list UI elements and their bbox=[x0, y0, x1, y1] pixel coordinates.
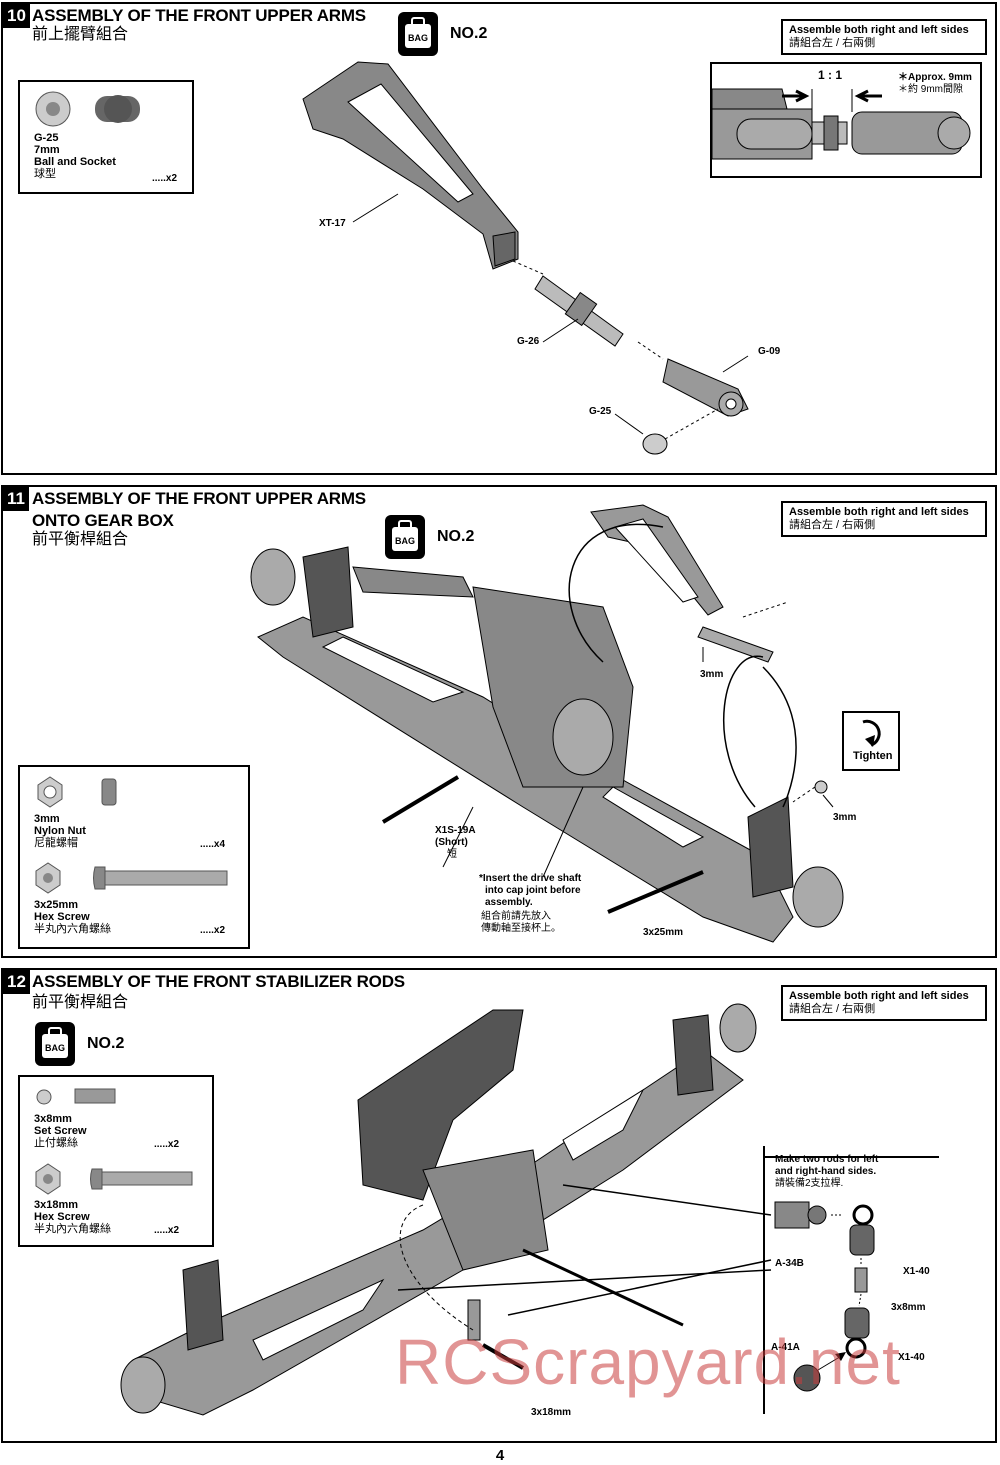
label-3x25mm: 3x25mm bbox=[643, 927, 684, 938]
part-qty: .....x2 bbox=[152, 173, 178, 184]
watermark: RCScrapyard.net bbox=[395, 1326, 901, 1398]
bag-indicator: BAG NO.2 bbox=[398, 12, 487, 56]
step-title-cn: 前平衡桿組合 bbox=[32, 994, 129, 1011]
part-nylon-nut: 3mm Nylon Nut 尼龍螺帽 bbox=[34, 813, 86, 849]
bag-indicator: BAG NO.2 bbox=[35, 1022, 124, 1066]
insert-note-cn-1: 組合前請先放入 bbox=[481, 911, 551, 922]
bag-icon-label: BAG bbox=[45, 1043, 65, 1053]
bag-icon: BAG bbox=[385, 515, 425, 559]
approx-label: ＊Approx. 9mm bbox=[898, 72, 972, 83]
rods-note-cn: 請裝備2支拉桿. bbox=[775, 1178, 844, 1189]
rods-note-1: Make two rods for left bbox=[775, 1154, 879, 1165]
stabilizer-assembly-drawing bbox=[120, 1003, 772, 1416]
assembly-note: Assemble both right and left sides 請組合左 … bbox=[781, 985, 987, 1021]
detail-top-line bbox=[763, 1146, 939, 1158]
insert-note-cn-2: 傳動軸至接杯上。 bbox=[481, 923, 561, 934]
ball-socket-icon bbox=[35, 91, 140, 127]
label-g25: G-25 bbox=[589, 406, 612, 417]
bag-icon: BAG bbox=[398, 12, 438, 56]
assembly-note: Assemble both right and left sides 請組合左 … bbox=[781, 501, 987, 537]
step-number: 11 bbox=[3, 487, 29, 511]
bag-indicator: BAG NO.2 bbox=[385, 515, 474, 559]
assembly-note: Assemble both right and left sides 請組合左 … bbox=[781, 19, 987, 55]
label-g26: G-26 bbox=[517, 336, 540, 347]
parts-box: 3mm Nylon Nut 尼龍螺帽 .....x4 3x25mm Hex Sc… bbox=[18, 765, 250, 949]
part-qty-nylon-nut: .....x4 bbox=[200, 839, 226, 850]
rods-note-2: and right-hand sides. bbox=[775, 1166, 877, 1177]
bag-number: NO.2 bbox=[87, 1035, 125, 1052]
note-text-cn: 請組合左 / 右兩側 bbox=[789, 37, 876, 49]
insert-note-2: into cap joint before bbox=[485, 885, 581, 896]
upper-arm-exploded-drawing bbox=[302, 61, 749, 455]
step-title-line2: ONTO GEAR BOX bbox=[32, 511, 174, 530]
part-g25: G-25 7mm Ball and Socket 球型 bbox=[34, 132, 116, 180]
step-number: 10 bbox=[3, 4, 30, 28]
part-qty-hex-screw: .....x2 bbox=[200, 925, 226, 936]
step-title: ASSEMBLY OF THE FRONT UPPER ARMS bbox=[32, 6, 366, 25]
part-qty-set-screw: .....x2 bbox=[154, 1139, 180, 1150]
label-x140-top: X1-40 bbox=[903, 1266, 930, 1277]
insert-note-1: *Insert the drive shaft bbox=[479, 873, 582, 884]
bag-number: NO.2 bbox=[437, 528, 475, 545]
label-3x8mm: 3x8mm bbox=[891, 1302, 926, 1313]
ratio-label: 1 : 1 bbox=[818, 68, 843, 82]
label-a34b: A-34B bbox=[775, 1258, 804, 1269]
bag-icon-label: BAG bbox=[395, 536, 415, 546]
detail-inset: 1 : 1 ＊Approx. 9mm ＊約 9mm間隙 bbox=[710, 62, 982, 178]
ball-end-detail-drawing bbox=[711, 88, 971, 160]
label-3mm-right: 3mm bbox=[833, 812, 857, 823]
part-hex-screw: 3x25mm Hex Screw 半丸內六角螺絲 bbox=[34, 899, 111, 935]
label-3mm-top: 3mm bbox=[700, 669, 724, 680]
label-short-cn: 短 bbox=[447, 849, 457, 860]
step-number: 12 bbox=[3, 970, 30, 994]
tighten-label: Tighten bbox=[853, 750, 893, 762]
step-title: ASSEMBLY OF THE FRONT STABILIZER RODS bbox=[32, 972, 405, 991]
label-x1s19a: X1S-19A bbox=[435, 825, 476, 836]
parts-icons bbox=[35, 1088, 193, 1195]
note-text: Assemble both right and left sides bbox=[789, 24, 969, 36]
step-10-panel: 10 ASSEMBLY OF THE FRONT UPPER ARMS 前上擺臂… bbox=[1, 2, 997, 475]
part-qty-hex-screw: .....x2 bbox=[154, 1225, 180, 1236]
step-title-cn: 前上擺臂組合 bbox=[32, 26, 129, 43]
bag-number: NO.2 bbox=[450, 25, 488, 42]
parts-icons bbox=[35, 776, 228, 894]
approx-label-cn: ＊約 9mm間隙 bbox=[898, 84, 963, 95]
parts-box: G-25 7mm Ball and Socket 球型 .....x2 bbox=[18, 80, 194, 194]
note-text-cn: 請組合左 / 右兩側 bbox=[789, 519, 876, 531]
page-number: 4 bbox=[495, 1447, 505, 1464]
note-text-cn: 請組合左 / 右兩側 bbox=[789, 1003, 876, 1015]
label-g09: G-09 bbox=[758, 346, 781, 357]
gearbox-assembly-drawing bbox=[250, 504, 900, 943]
insert-note-3: assembly. bbox=[485, 897, 533, 908]
step-11-panel: 11 ASSEMBLY OF THE FRONT UPPER ARMS ONTO… bbox=[1, 485, 997, 958]
note-text: Assemble both right and left sides bbox=[789, 990, 969, 1002]
bag-icon-label: BAG bbox=[408, 33, 428, 43]
note-text: Assemble both right and left sides bbox=[789, 506, 969, 518]
part-set-screw: 3x8mm Set Screw 止付螺絲 bbox=[34, 1113, 87, 1149]
step-title: ASSEMBLY OF THE FRONT UPPER ARMS bbox=[32, 489, 366, 508]
part-hex-screw: 3x18mm Hex Screw 半丸內六角螺絲 bbox=[34, 1199, 111, 1235]
detail-left-line bbox=[763, 1146, 766, 1414]
label-3x18mm: 3x18mm bbox=[531, 1407, 572, 1418]
bag-icon: BAG bbox=[35, 1022, 75, 1066]
label-xt17: XT-17 bbox=[319, 218, 346, 229]
label-short: (Short) bbox=[435, 837, 468, 848]
parts-box: 3x8mm Set Screw 止付螺絲 .....x2 3x18mm Hex … bbox=[18, 1075, 214, 1247]
label-x140-bottom: X1-40 bbox=[898, 1352, 925, 1363]
set-screw-icon bbox=[36, 1089, 52, 1105]
step-title-cn: 前平衡桿組合 bbox=[32, 531, 129, 548]
label-a41a: A-41A bbox=[771, 1342, 800, 1353]
